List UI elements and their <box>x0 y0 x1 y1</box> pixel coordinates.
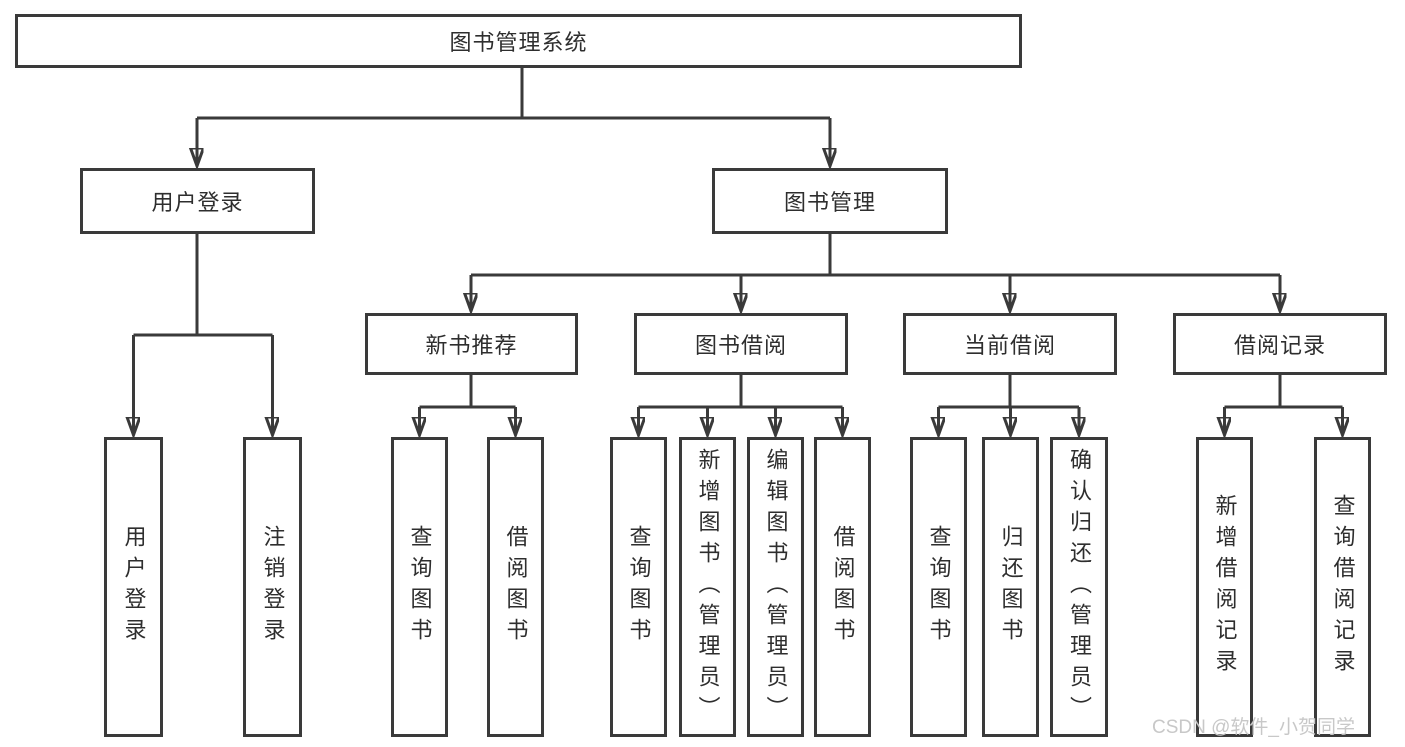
leaf-label: 查询图书 <box>926 525 952 649</box>
leaf-label: 归还图书 <box>998 525 1024 649</box>
leaf-query-books-2: 查询图书 <box>610 437 667 737</box>
leaf-label: 查询图书 <box>626 525 652 649</box>
leaf-borrow-books-2: 借阅图书 <box>814 437 871 737</box>
leaf-borrow-books-1: 借阅图书 <box>487 437 544 737</box>
leaf-label: 新增借阅记录 <box>1212 494 1238 680</box>
watermark: CSDN @软件_小贺同学 <box>1152 717 1355 738</box>
node-new-book-recommend: 新书推荐 <box>365 313 578 375</box>
node-book-management: 图书管理 <box>712 168 948 234</box>
leaf-logout-login: 注销登录 <box>243 437 302 737</box>
leaf-query-books-3: 查询图书 <box>910 437 967 737</box>
leaf-label: 编辑图书（管理员） <box>763 447 789 727</box>
leaf-label: 用户登录 <box>121 525 147 649</box>
leaf-query-books-1: 查询图书 <box>391 437 448 737</box>
leaf-label: 确认归还（管理员） <box>1067 447 1092 727</box>
leaf-add-book-admin: 新增图书（管理员） <box>679 437 736 737</box>
leaf-return-book: 归还图书 <box>982 437 1039 737</box>
leaf-label: 查询借阅记录 <box>1330 494 1356 680</box>
leaf-label: 借阅图书 <box>830 525 856 649</box>
leaf-label: 注销登录 <box>260 525 286 649</box>
node-current-borrowing: 当前借阅 <box>903 313 1117 375</box>
leaf-label: 查询图书 <box>407 525 433 649</box>
leaf-label: 新增图书（管理员） <box>695 447 721 727</box>
node-borrow-records: 借阅记录 <box>1173 313 1387 375</box>
leaf-confirm-return-admin: 确认归还（管理员） <box>1050 437 1108 737</box>
node-root: 图书管理系统 <box>15 14 1022 68</box>
leaf-query-borrow-record: 查询借阅记录 <box>1314 437 1371 737</box>
leaf-user-login: 用户登录 <box>104 437 163 737</box>
leaf-add-borrow-record: 新增借阅记录 <box>1196 437 1253 737</box>
node-book-borrowing: 图书借阅 <box>634 313 848 375</box>
leaf-label: 借阅图书 <box>503 525 529 649</box>
leaf-edit-book-admin: 编辑图书（管理员） <box>747 437 804 737</box>
node-user-login: 用户登录 <box>80 168 315 234</box>
connector-trunks <box>133 68 1343 409</box>
